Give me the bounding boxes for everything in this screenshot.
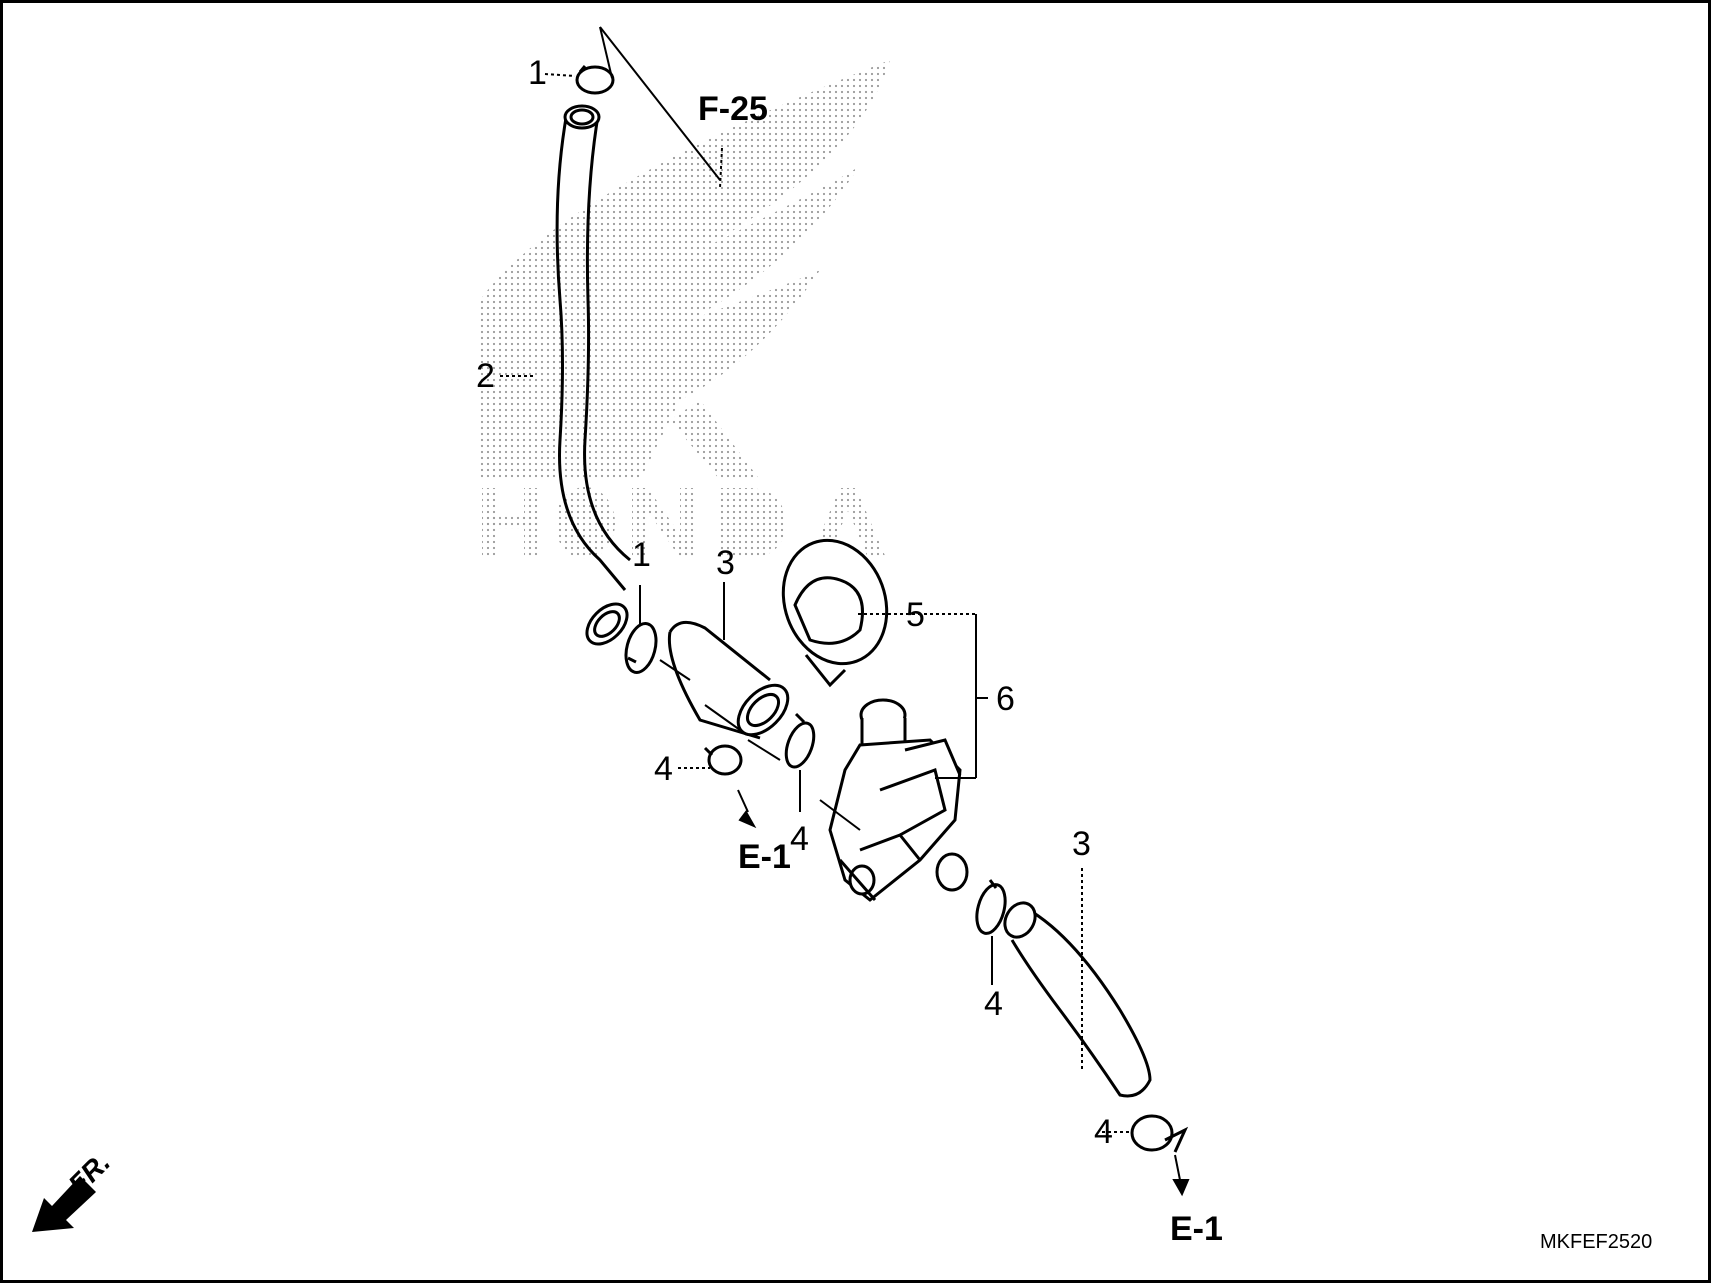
callout-1-top: 1: [528, 54, 547, 92]
honda-wing-watermark: [480, 60, 890, 480]
callout-5: 5: [906, 596, 925, 634]
clip-part-4-a: [703, 744, 743, 776]
callout-6: 6: [996, 680, 1015, 718]
reference-f-25: F-25: [698, 90, 768, 128]
callout-4-lower: 4: [984, 985, 1003, 1023]
honda-text-watermark: [482, 487, 886, 559]
callout-3-lower: 3: [1072, 825, 1091, 863]
reference-e-1-left: E-1: [738, 838, 791, 876]
clip-part-4-b: [784, 712, 816, 769]
callout-2: 2: [476, 357, 495, 395]
callout-3-upper: 3: [716, 544, 735, 582]
cover-part-5: [781, 538, 889, 688]
clip-part-4-d: [1130, 1114, 1189, 1153]
clip-part-4-c: [975, 879, 1007, 935]
callout-4-left: 4: [654, 750, 673, 788]
air-injection-valve-part-6: [828, 698, 969, 902]
hose-part-2: [555, 104, 631, 646]
clip-part-1-middle: [624, 622, 658, 674]
diagram-code: MKFEF2520: [1540, 1231, 1652, 1253]
callout-4-bottom: 4: [1094, 1113, 1113, 1151]
front-direction-arrow-icon: FR.: [32, 1146, 116, 1232]
hose-part-3-upper: [667, 620, 790, 740]
reference-e-1-bottom: E-1: [1170, 1210, 1223, 1248]
hose-part-3-lower: [1003, 901, 1152, 1098]
callout-1-middle: 1: [632, 536, 651, 574]
leader-lines: [500, 26, 1190, 1197]
callout-4-valve: 4: [790, 820, 809, 858]
clip-part-1-top: [575, 65, 615, 95]
